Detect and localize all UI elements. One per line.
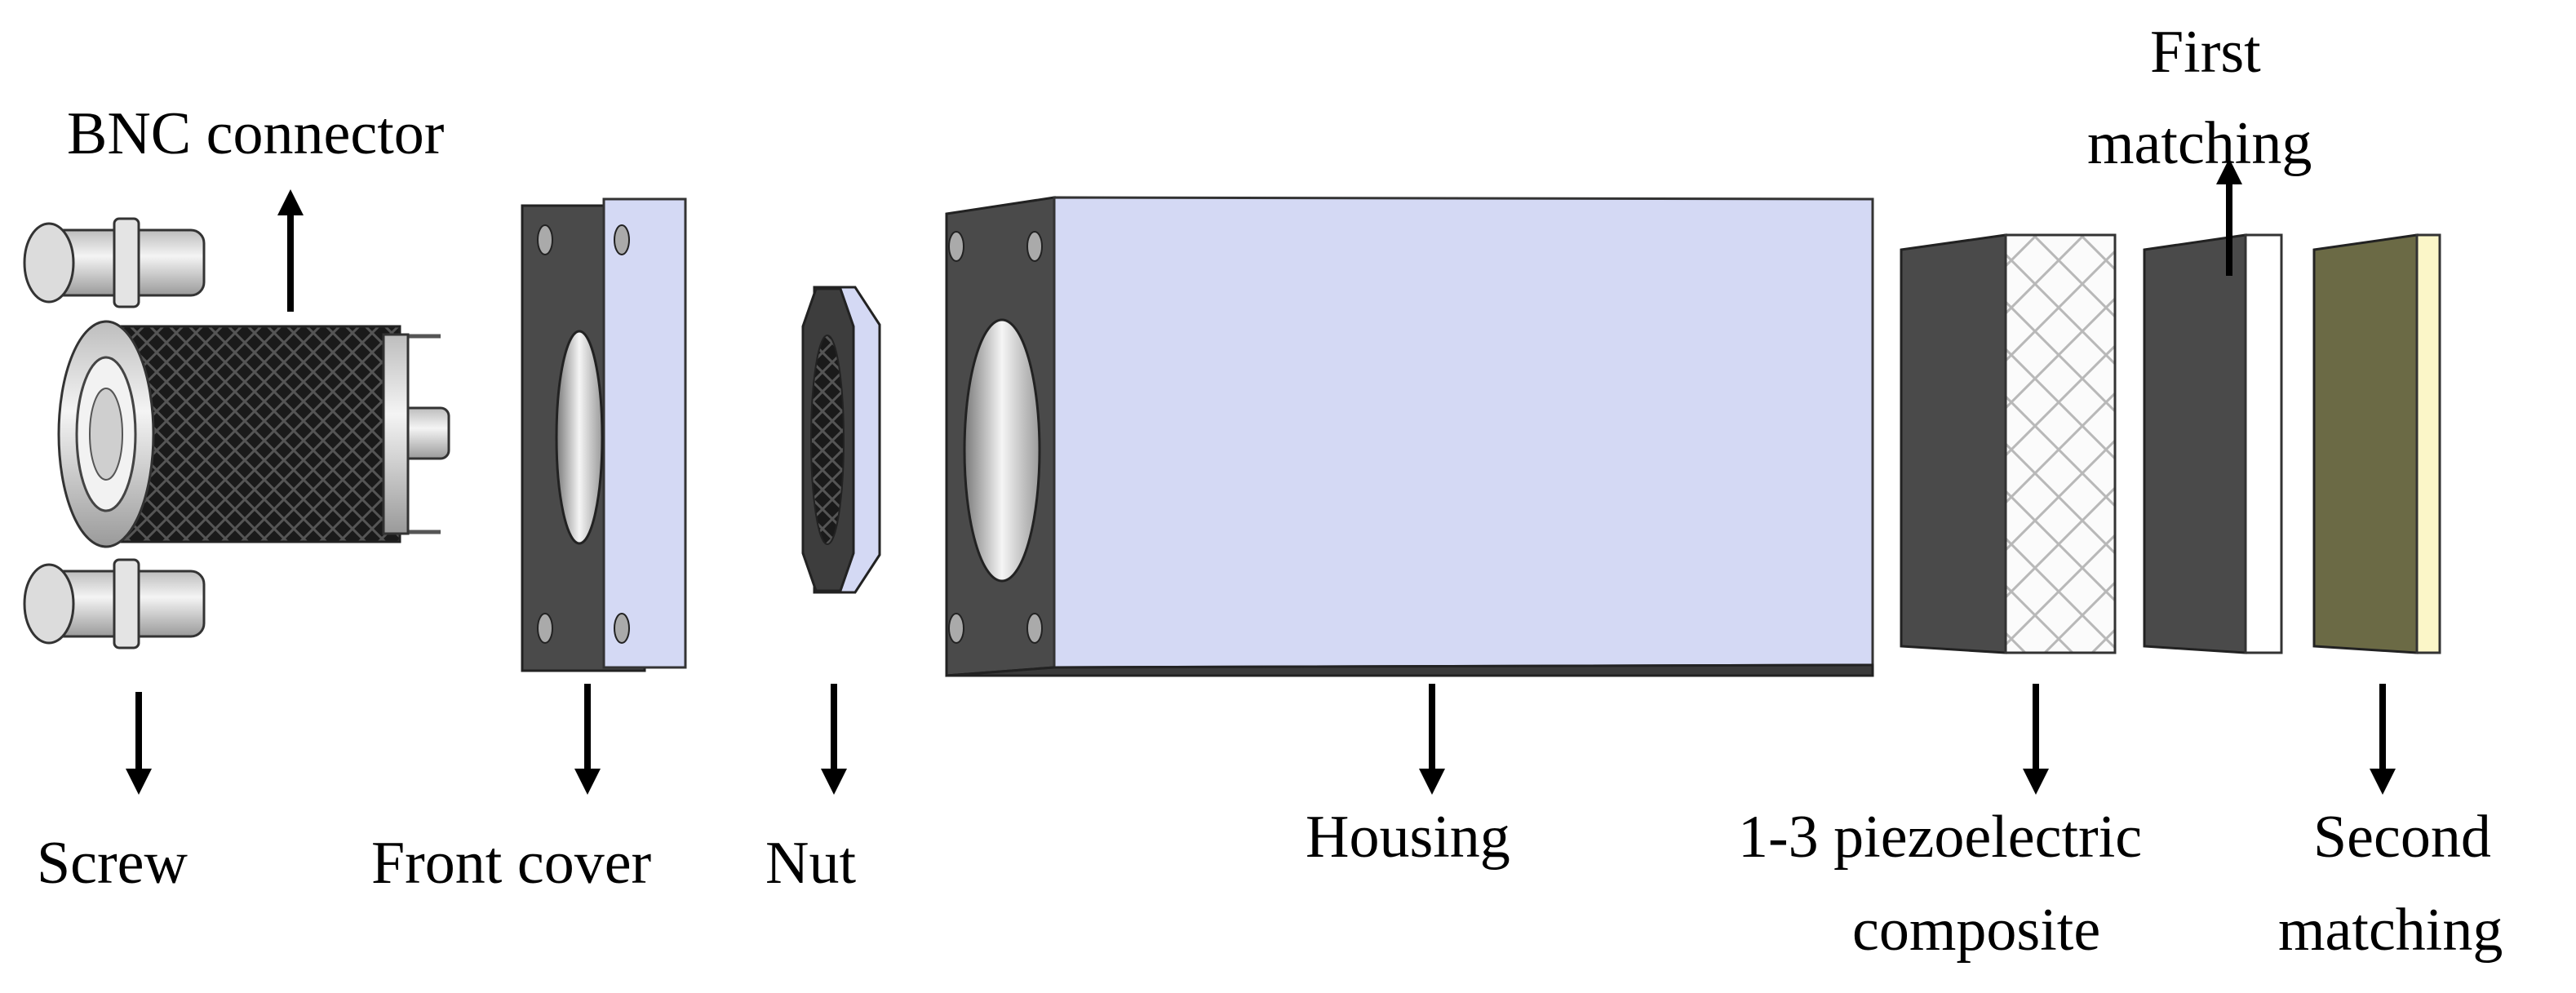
front-cover [521, 197, 687, 672]
first-matching-layer [2143, 233, 2283, 654]
screw-top [23, 217, 206, 308]
bnc-connector [57, 320, 450, 548]
label-screw: Screw [37, 830, 188, 897]
label-piezo-line1: 1-3 piezoelectric [1738, 804, 2142, 871]
piezoelectric-composite [1900, 233, 2117, 654]
label-second-matching-line2: matching [2278, 897, 2503, 964]
label-housing: Housing [1306, 804, 1510, 871]
second-matching-layer [2312, 233, 2441, 654]
label-first-matching-line1: First [2150, 19, 2261, 86]
nut [801, 286, 881, 594]
label-bnc-connector: BNC connector [67, 100, 444, 167]
leader-arrows [126, 158, 2396, 795]
label-nut: Nut [765, 830, 856, 897]
screw-bottom [23, 558, 206, 649]
label-first-matching-line2: matching [2087, 110, 2312, 177]
label-piezo-line2: composite [1852, 897, 2100, 964]
label-second-matching-line1: Second [2313, 804, 2491, 871]
label-front-cover: Front cover [371, 830, 651, 897]
housing [945, 196, 1874, 677]
